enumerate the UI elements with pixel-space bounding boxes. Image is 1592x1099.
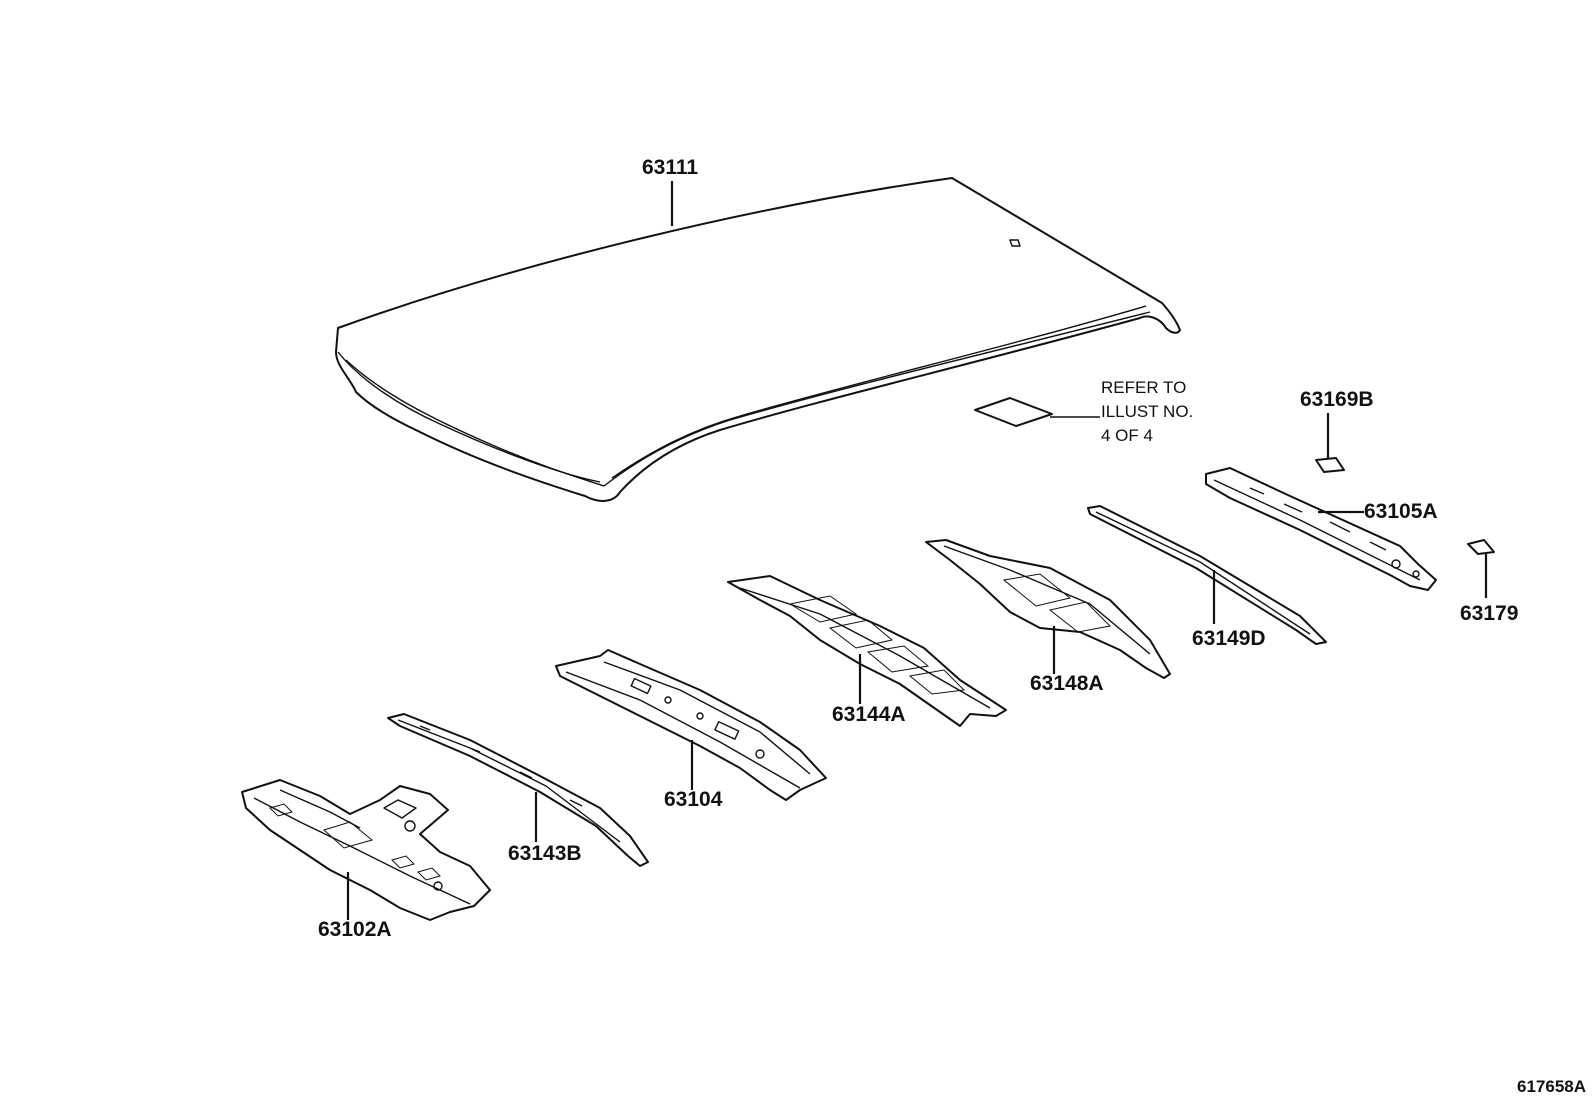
small-plate-63179[interactable]: [1467, 539, 1495, 598]
note-line-2: ILLUST NO.: [1101, 402, 1193, 421]
label-63144a: 63144A: [832, 703, 906, 726]
front-header-part[interactable]: [241, 779, 491, 921]
roof-bow-63104[interactable]: [555, 649, 827, 801]
illustration-id: 617658A: [1517, 1077, 1586, 1096]
label-63148a: 63148A: [1030, 672, 1104, 695]
roof-bow-63144a[interactable]: [727, 575, 1007, 727]
label-63104: 63104: [664, 788, 723, 811]
label-63143b: 63143B: [508, 842, 582, 865]
note-line-1: REFER TO: [1101, 378, 1186, 397]
refer-illust-marker[interactable]: [974, 397, 1100, 427]
label-63102a: 63102A: [318, 918, 392, 941]
small-plate-63169b[interactable]: [1315, 413, 1345, 473]
note-line-3: 4 OF 4: [1101, 426, 1153, 445]
roof-bow-63143b[interactable]: [387, 713, 649, 867]
label-63179: 63179: [1460, 602, 1518, 625]
label-63111: 63111: [642, 156, 698, 179]
roof-bow-63148a[interactable]: [925, 539, 1171, 679]
label-63105a: 63105A: [1364, 500, 1438, 523]
roof-bow-63149d[interactable]: [1087, 505, 1327, 645]
label-63149d: 63149D: [1192, 627, 1266, 650]
label-63169b: 63169B: [1300, 388, 1374, 411]
roof-panel-part[interactable]: [335, 177, 1181, 502]
rear-header-part[interactable]: [1205, 467, 1437, 591]
